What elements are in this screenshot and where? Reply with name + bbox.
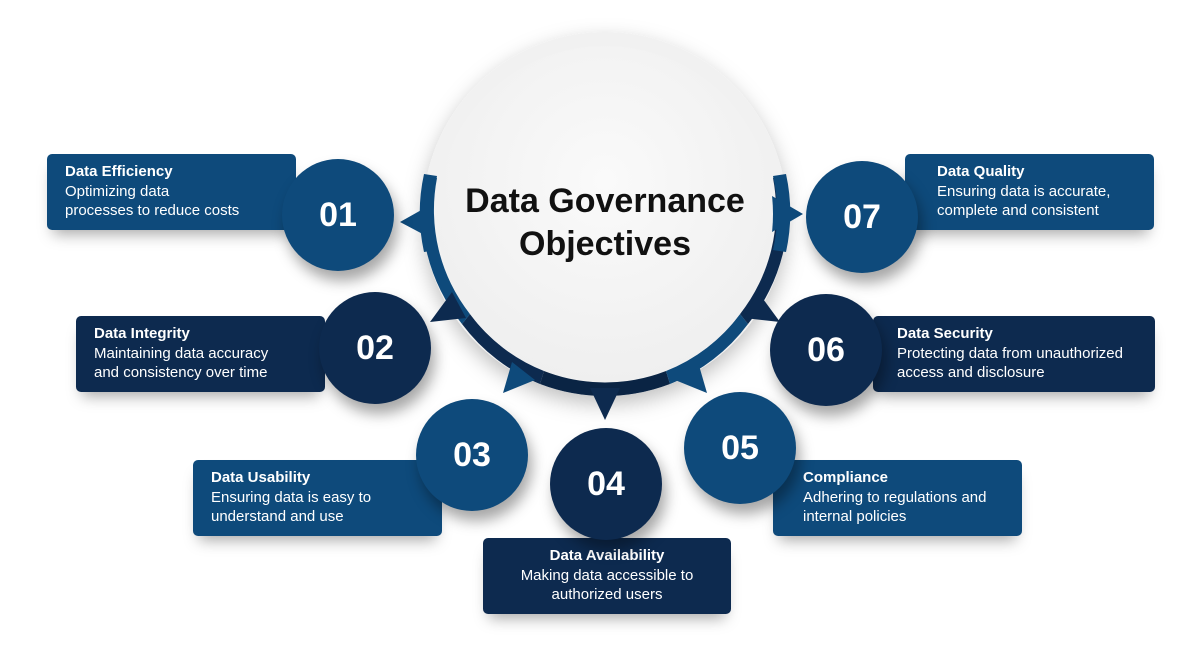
objective-number-badge: 04 — [550, 428, 662, 540]
title-line-2: Objectives — [519, 225, 691, 263]
objective-description: Making data accessible to authorized use… — [520, 566, 694, 604]
objective-title: Data Security — [897, 325, 993, 342]
objective-description: Ensuring data is easy to understand and … — [211, 488, 372, 526]
objective-title: Data Efficiency — [65, 163, 173, 180]
objective-number-badge: 05 — [684, 392, 796, 504]
objective-description: Protecting data from unauthorized access… — [897, 344, 1123, 382]
objective-title: Compliance — [803, 469, 889, 486]
objective-title: Data Usability — [211, 469, 311, 486]
objective-description: Optimizing data processes to reduce cost… — [65, 182, 240, 220]
objective-description: Maintaining data accuracy and consistenc… — [94, 344, 269, 382]
objective-card-data-efficiency: Data Efficiency Optimizing data processe… — [47, 154, 296, 230]
objective-description: Ensuring data is accurate, complete and … — [937, 182, 1111, 220]
objective-title: Data Integrity — [94, 325, 190, 342]
objective-description: Adhering to regulations and internal pol… — [803, 488, 987, 526]
objective-number-badge: 07 — [806, 161, 918, 273]
objective-card-data-usability: Data Usability Ensuring data is easy to … — [193, 460, 442, 536]
objective-card-data-quality: Data Quality Ensuring data is accurate, … — [905, 154, 1154, 230]
objective-title: Data Quality — [937, 163, 1025, 180]
title-line-1: Data Governance — [465, 182, 745, 220]
objective-number-badge: 01 — [282, 159, 394, 271]
page-title: Data Governance Objectives — [445, 180, 765, 266]
objective-card-data-integrity: Data Integrity Maintaining data accuracy… — [76, 316, 325, 392]
objective-number-badge: 06 — [770, 294, 882, 406]
objective-number-badge: 03 — [416, 399, 528, 511]
objective-card-data-availability: Data Availability Making data accessible… — [483, 538, 731, 614]
objective-card-data-security: Data Security Protecting data from unaut… — [873, 316, 1155, 392]
objective-title: Data Availability — [549, 547, 665, 564]
objective-card-compliance: Compliance Adhering to regulations and i… — [773, 460, 1022, 536]
objective-number-badge: 02 — [319, 292, 431, 404]
